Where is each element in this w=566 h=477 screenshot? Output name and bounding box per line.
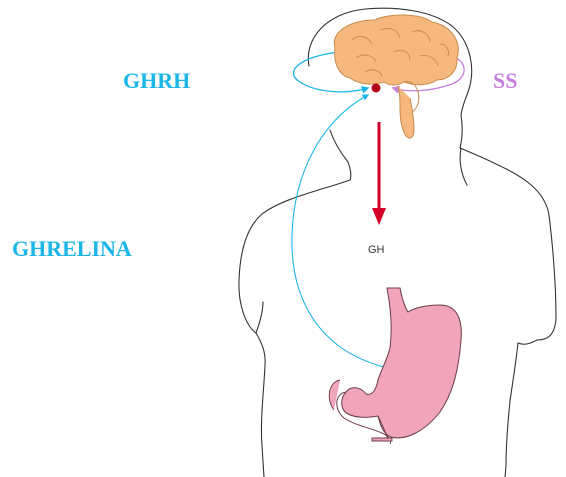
stomach-icon [329, 288, 461, 444]
brain-icon [334, 15, 458, 138]
ss-label: SS [493, 70, 517, 92]
gh-arrow [372, 122, 386, 225]
gh-label: GH [368, 245, 385, 256]
pituitary-gland-icon [372, 84, 381, 93]
ghrelina-path [292, 95, 384, 367]
ghrelina-label: GHRELINA [12, 238, 132, 260]
ghrh-label: GHRH [123, 70, 190, 92]
